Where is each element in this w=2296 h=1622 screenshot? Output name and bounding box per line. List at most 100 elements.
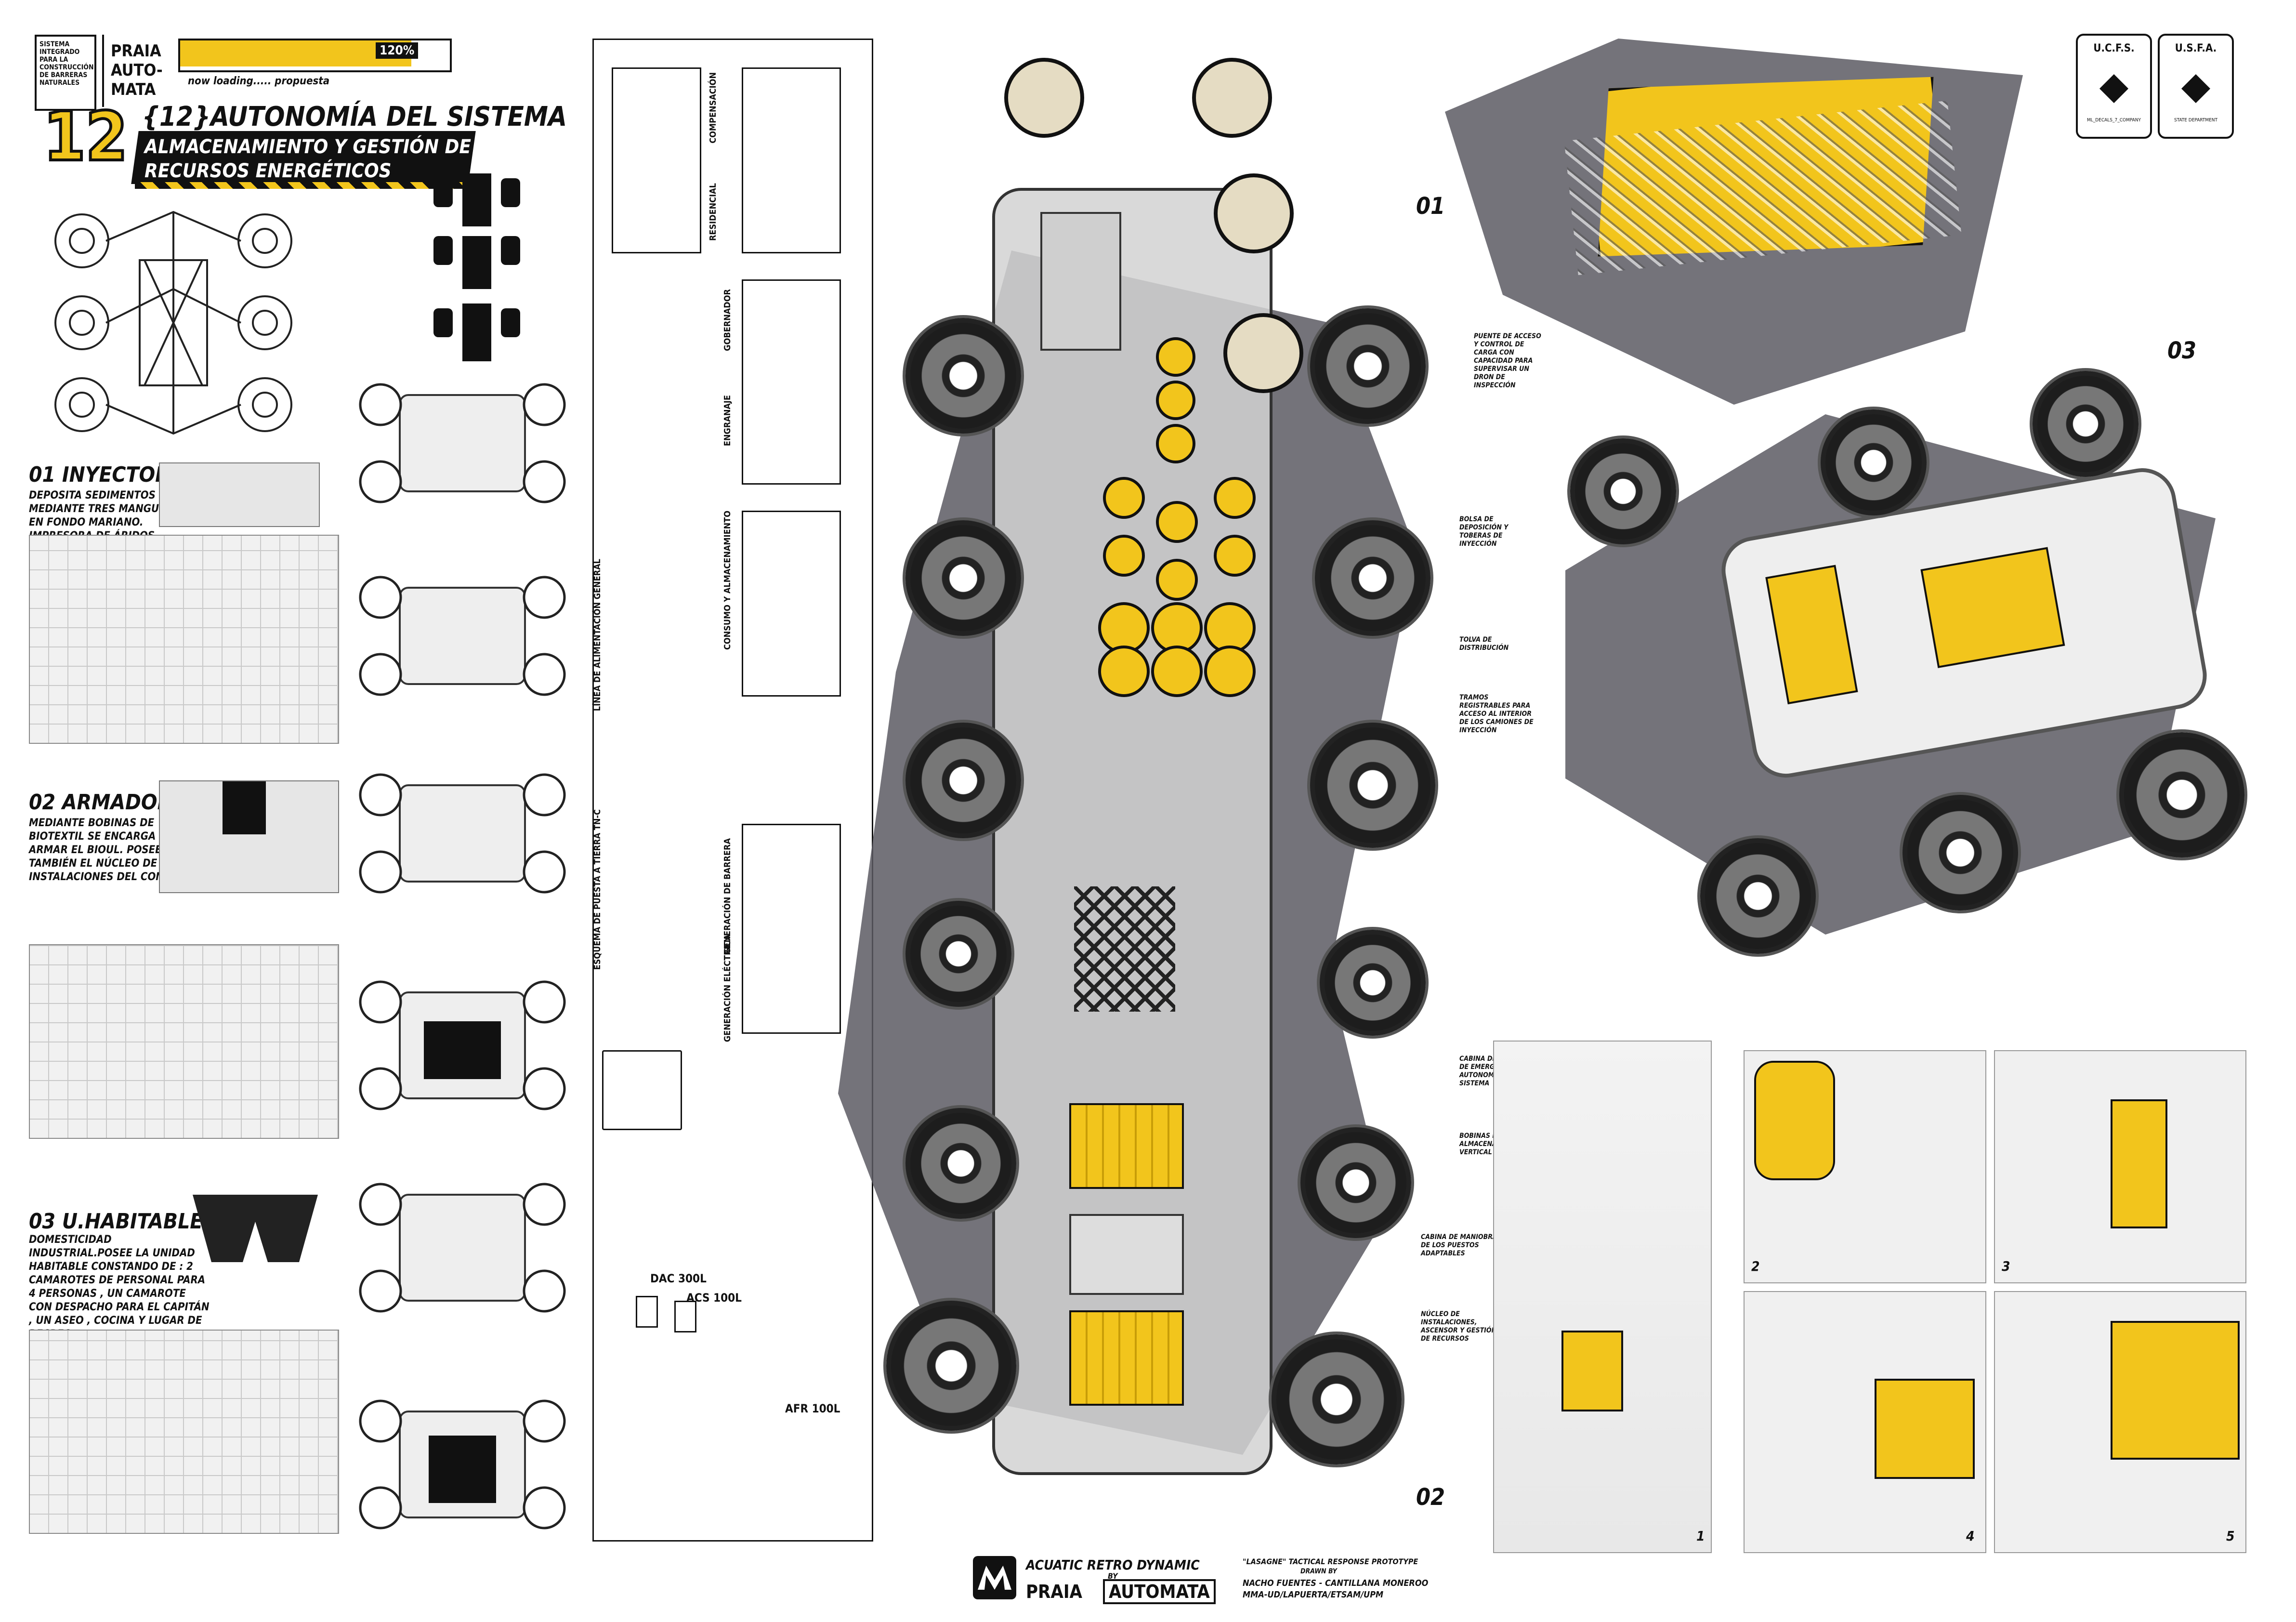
- badge-caption: ML_DECALS_7_COMPANY: [2086, 118, 2141, 123]
- fuel-tank: [1204, 646, 1256, 697]
- schematic-label-linea: LÍNEA DE ALIMENTACIÓN GENERAL: [592, 559, 603, 712]
- wheel-hub: [1300, 1127, 1411, 1238]
- brand-box: [102, 35, 171, 107]
- panel-number: 4: [1966, 1528, 1975, 1544]
- interior-panel-4: 4: [1744, 1291, 1986, 1553]
- landing-pad: [1214, 173, 1294, 253]
- footer-prototype: "LASAGNE" TACTICAL RESPONSE PROTOTYPE: [1243, 1557, 1418, 1566]
- module-03-section-sketch: [29, 1330, 339, 1534]
- mini-plan-silhouette: [424, 169, 535, 371]
- footer-drawn-by: DRAWN BY: [1300, 1568, 1337, 1575]
- module-03-body: DOMESTICIDAD INDUSTRIAL.POSEE LA UNIDAD …: [29, 1234, 210, 1340]
- module-02-section-sketch: [29, 944, 339, 1139]
- side-note: CABINA DE MANIOBRA DE LOS PUESTOS ADAPTA…: [1421, 1233, 1497, 1257]
- footer-brand-left: PRAIA: [1026, 1581, 1083, 1602]
- control-core: [1069, 1214, 1184, 1295]
- view-number-01: 01: [1416, 193, 1445, 220]
- side-note: BOLSA DE DEPOSICIÓN Y TOBERAS DE INYECCI…: [1459, 515, 1509, 548]
- water-tank-box-acs: [674, 1301, 696, 1332]
- fuel-tank: [1098, 602, 1150, 654]
- textile-bobbins-upper: [1069, 1103, 1184, 1189]
- plan-sequence: [352, 376, 573, 1551]
- landing-pad: [1004, 58, 1084, 138]
- landing-pad: [1192, 58, 1272, 138]
- side-note: NÚCLEO DE INSTALACIONES, ASCENSOR Y GEST…: [1421, 1310, 1497, 1343]
- side-note: TRAMOS REGISTRABLES PARA ACCESO AL INTER…: [1459, 694, 1534, 734]
- yellow-bulkhead: [2111, 1321, 2240, 1460]
- textile-bobbins-lower: [1069, 1310, 1184, 1406]
- certification-badge: U.C.F.S. ML_DECALS_7_COMPANY: [2076, 34, 2152, 139]
- habitable-module-yellow: [1920, 547, 2065, 668]
- panel-number: 5: [2226, 1528, 2235, 1544]
- interior-panel-2: 2: [1744, 1050, 1986, 1283]
- loading-percent: 120%: [376, 42, 419, 59]
- pilot-seat: [2111, 1099, 2167, 1228]
- badge-title: U.S.F.A.: [2175, 42, 2217, 54]
- fuel-tank: [1156, 559, 1198, 601]
- fuel-tank: [1156, 337, 1195, 377]
- module-01-title: 01 INYECTORA: [29, 462, 185, 487]
- wheel-hub: [905, 1108, 1016, 1219]
- system-label-box: [35, 35, 96, 111]
- hazard-stripe: [135, 182, 472, 189]
- brand-logo: [973, 1556, 1016, 1599]
- brand-line-3: MATA: [111, 80, 156, 99]
- wheel-hub: [1315, 520, 1430, 636]
- footer-school: MMA-UD/LAPUERTA/ETSAM/UPM: [1243, 1590, 1384, 1600]
- wheel-hub: [905, 520, 1021, 636]
- side-note: TOLVA DE DISTRIBUCIÓN: [1459, 636, 1509, 652]
- brand-line-1: PRAIA: [111, 41, 161, 61]
- fuel-tank: [1214, 477, 1256, 519]
- fuel-tank: [1103, 477, 1145, 519]
- electrical-schematic: COMPENSACIÓN RESIDENCIAL GOBERNADOR ENGR…: [583, 29, 881, 1561]
- badge-icon: [2181, 74, 2210, 103]
- schematic-label-tierra: ESQUEMA DE PUESTA A TIERRA TN-C: [592, 809, 603, 970]
- loading-caption: now loading..... propuesta: [188, 75, 330, 87]
- brand-logo-mark: [978, 1566, 1011, 1590]
- wheel-hub: [886, 1301, 1016, 1431]
- schematic-label-barrera: GENERACIÓN DE BARRERA: [722, 838, 733, 954]
- panel-number: 1: [1696, 1528, 1705, 1544]
- wheel-hub: [905, 723, 1021, 838]
- footer-brand-right: AUTOMATA: [1103, 1579, 1216, 1604]
- fuel-tank: [1156, 501, 1198, 543]
- wheel-hub: [1310, 723, 1435, 848]
- schematic-label-compensacion: COMPENSACIÓN: [708, 72, 718, 144]
- plan-sketch-drawing: [54, 211, 292, 435]
- schematic-label-residencial: RESIDENCIAL: [708, 183, 718, 241]
- pilot-seat: [1561, 1331, 1623, 1411]
- badge-caption: STATE DEPARTMENT: [2174, 118, 2218, 123]
- fuel-tank: [1103, 535, 1145, 577]
- page-subtitle: ALMACENAMIENTO Y GESTIÓN DE RECURSOS ENE…: [144, 136, 471, 182]
- panel-number: 3: [2002, 1258, 2010, 1274]
- schematic-label-consumo: CONSUMO Y ALMACENAMIENTO: [722, 511, 733, 650]
- page-title: {12}AUTONOMÍA DEL SISTEMA: [142, 101, 567, 132]
- wheel-hub: [1902, 795, 2018, 910]
- schematic-label-engranaje: ENGRANAJE: [722, 395, 733, 447]
- certification-badge: U.S.F.A. STATE DEPARTMENT: [2158, 34, 2234, 139]
- module-01-section-sketch: [29, 535, 339, 744]
- plan-sketch-top: [29, 202, 318, 443]
- wheel-hub: [1320, 930, 1426, 1036]
- water-tank-afr: AFR 100L: [785, 1402, 840, 1415]
- schematic-label-gobernador: GOBERNADOR: [722, 289, 733, 351]
- landing-pad: [1223, 313, 1303, 393]
- water-tank-dac: DAC 300L: [650, 1272, 707, 1285]
- wheel-hub: [1310, 308, 1426, 424]
- footer-by: BY: [1108, 1571, 1118, 1581]
- yellow-tank-perspective: [1754, 1061, 1835, 1180]
- yellow-bulkhead: [1875, 1379, 1975, 1479]
- wheel-hub: [2033, 371, 2139, 477]
- wheel-hub: [1821, 409, 1927, 515]
- fuel-tank: [1151, 646, 1203, 697]
- badge-title: U.C.F.S.: [2093, 42, 2135, 54]
- fuel-tank: [1214, 535, 1256, 577]
- module-01-elevation: [159, 462, 320, 527]
- fuel-tank: [1156, 381, 1195, 420]
- system-label-text: SISTEMA INTEGRADO PARA LA CONSTRUCCIÓN D…: [39, 40, 94, 87]
- side-note: PUENTE DE ACCESO Y CONTROL DE CARGA CON …: [1474, 332, 1541, 389]
- wheel-hub: [905, 901, 1011, 1007]
- footer-project-name: ACUATIC RETRO DYNAMIC: [1026, 1557, 1200, 1573]
- wheel-hub: [1272, 1334, 1402, 1464]
- loading-bar-fill: [180, 40, 411, 66]
